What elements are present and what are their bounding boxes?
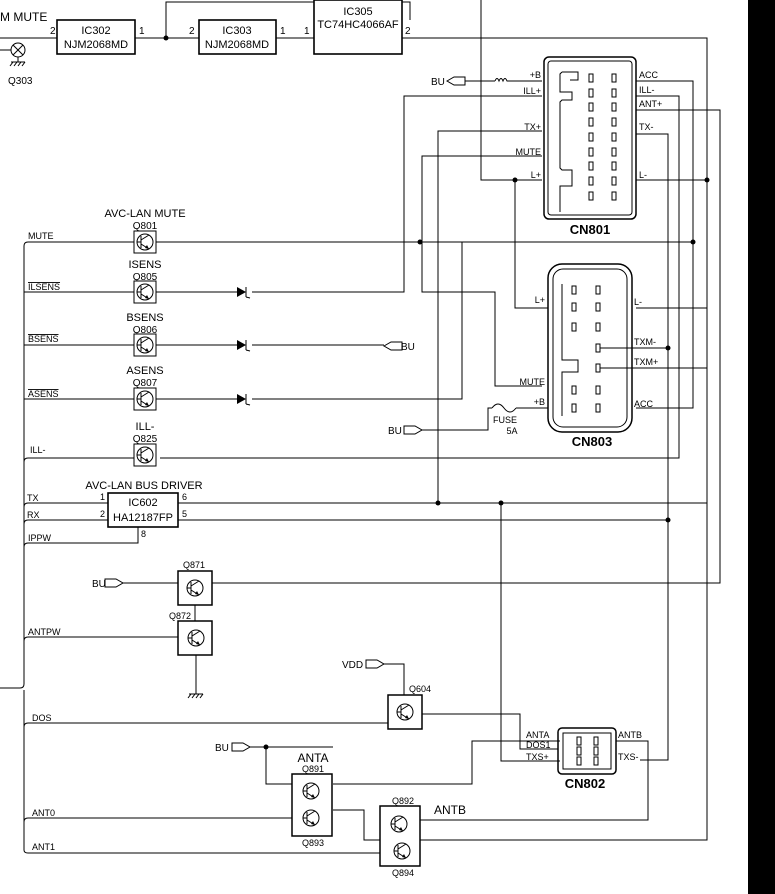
bu-arrow-q871: BU: [92, 579, 106, 590]
svg-text:IC303: IC303: [222, 25, 251, 37]
cn802-pin-txsp: TXS+: [526, 752, 549, 762]
cn801-pin-illm: ILL-: [639, 85, 655, 95]
cn803-pin-b: +B: [534, 397, 545, 407]
ic602: IC602 HA12187FP 1 2 8 6 5: [100, 492, 187, 539]
bu-arrow-bsens: BU: [401, 342, 415, 353]
cn801-pin-txp: TX+: [524, 122, 541, 132]
svg-text:1: 1: [280, 26, 286, 37]
q871-label: Q871: [183, 560, 205, 570]
q801-label: Q801: [133, 221, 158, 232]
q825-label: Q825: [133, 434, 158, 445]
svg-text:IC302: IC302: [81, 25, 110, 37]
antb-label: ANTB: [434, 803, 466, 817]
svg-text:IC602: IC602: [128, 497, 157, 509]
q303-label: Q303: [8, 76, 33, 87]
cn801-pin-acc: ACC: [639, 70, 659, 80]
cn802-pin-txsm: TXS-: [618, 752, 639, 762]
fuse-symbol: [491, 403, 517, 413]
svg-text:5: 5: [182, 509, 187, 519]
cn801-pin-b: +B: [530, 70, 541, 80]
cn802-pin-antb: ANTB: [618, 730, 642, 740]
sig-ilsens: ILSENS: [28, 282, 60, 292]
cn801-label: CN801: [570, 222, 610, 237]
svg-text:NJM2068MD: NJM2068MD: [205, 39, 269, 51]
sig-tx: TX: [27, 493, 39, 503]
q805-title: ISENS: [128, 259, 161, 271]
svg-text:6: 6: [182, 492, 187, 502]
sig-antpw: ANTPW: [28, 627, 61, 637]
bu-arrow-fuse: BU: [388, 426, 402, 437]
cn801-connector: CN801: [543, 56, 637, 237]
cn803-pin-acc: ACC: [634, 399, 654, 409]
q805-label: Q805: [133, 272, 158, 283]
ic305: IC305 TC74HC4066AF 1 2: [304, 0, 411, 55]
svg-text:1: 1: [100, 492, 105, 502]
svg-text:HA12187FP: HA12187FP: [113, 512, 173, 524]
q801-title: AVC-LAN MUTE: [104, 208, 185, 220]
sig-dos: DOS: [32, 713, 52, 723]
ic303: IC303 NJM2068MD 2 1: [189, 19, 286, 55]
cn803-pin-mute: MUTE: [520, 377, 546, 387]
cn803-pin-lp: L+: [535, 295, 545, 305]
svg-text:TC74HC4066AF: TC74HC4066AF: [317, 19, 399, 31]
svg-text:NJM2068MD: NJM2068MD: [64, 39, 128, 51]
bu-arrow-anta: BU: [215, 743, 229, 754]
cn801-pin-lm: L-: [639, 170, 647, 180]
svg-text:2: 2: [100, 509, 105, 519]
svg-text:2: 2: [50, 26, 56, 37]
cn803-pin-txmp: TXM+: [634, 357, 658, 367]
cn802-pin-dos1: DOS1: [526, 740, 551, 750]
anta-label: ANTA: [297, 751, 328, 765]
q891-label: Q891: [302, 764, 324, 774]
sig-mute: MUTE: [28, 231, 54, 241]
q872-label: Q872: [169, 611, 191, 621]
sig-asens: ASENS: [28, 389, 59, 399]
q806-title: BSENS: [126, 312, 163, 324]
cn803-connector: CN803: [547, 263, 633, 449]
svg-text:IC305: IC305: [343, 6, 372, 18]
q807-title: ASENS: [126, 365, 163, 377]
cn802-label: CN802: [565, 776, 605, 791]
cn801-pin-mute: MUTE: [516, 147, 542, 157]
fuse-label: FUSE: [493, 415, 517, 425]
svg-text:2: 2: [405, 26, 411, 37]
page-edge: [748, 0, 775, 894]
q825-title: ILL-: [136, 421, 155, 433]
sig-ant1: ANT1: [32, 842, 55, 852]
sig-bsens: BSENS: [28, 334, 59, 344]
svg-text:2: 2: [189, 26, 195, 37]
cn801-pin-illp: ILL+: [523, 86, 541, 96]
sig-ippw: IPPW: [28, 533, 52, 543]
q807-label: Q807: [133, 378, 158, 389]
bu-arrow-top: BU: [431, 77, 445, 88]
svg-text:8: 8: [141, 529, 146, 539]
q303-lamp: [0, 42, 26, 67]
cn802-pin-anta: ANTA: [526, 730, 549, 740]
cn801-pin-antp: ANT+: [639, 99, 662, 109]
ic602-title: AVC-LAN BUS DRIVER: [85, 480, 202, 492]
vdd-arrow: VDD: [342, 660, 363, 671]
sig-rx: RX: [27, 510, 40, 520]
cn801-pin-lp: L+: [531, 170, 541, 180]
cn803-pin-lm: L-: [634, 297, 642, 307]
q894-label: Q894: [392, 868, 414, 878]
ic302: IC302 NJM2068MD 2 1: [50, 19, 145, 55]
cn803-pin-txmm: TXM-: [634, 337, 656, 347]
svg-text:1: 1: [139, 26, 145, 37]
q893-label: Q893: [302, 838, 324, 848]
mute-label: M MUTE: [0, 10, 47, 24]
q892-label: Q892: [392, 796, 414, 806]
cn803-label: CN803: [572, 434, 612, 449]
fuse-rating: 5A: [506, 426, 517, 436]
svg-text:1: 1: [304, 26, 310, 37]
q806-label: Q806: [133, 325, 158, 336]
sig-ant0: ANT0: [32, 808, 55, 818]
cn801-pin-txm: TX-: [639, 122, 654, 132]
sig-ill: ILL-: [30, 445, 46, 455]
q604-label: Q604: [409, 684, 431, 694]
cn802-connector: CN802: [557, 727, 617, 791]
